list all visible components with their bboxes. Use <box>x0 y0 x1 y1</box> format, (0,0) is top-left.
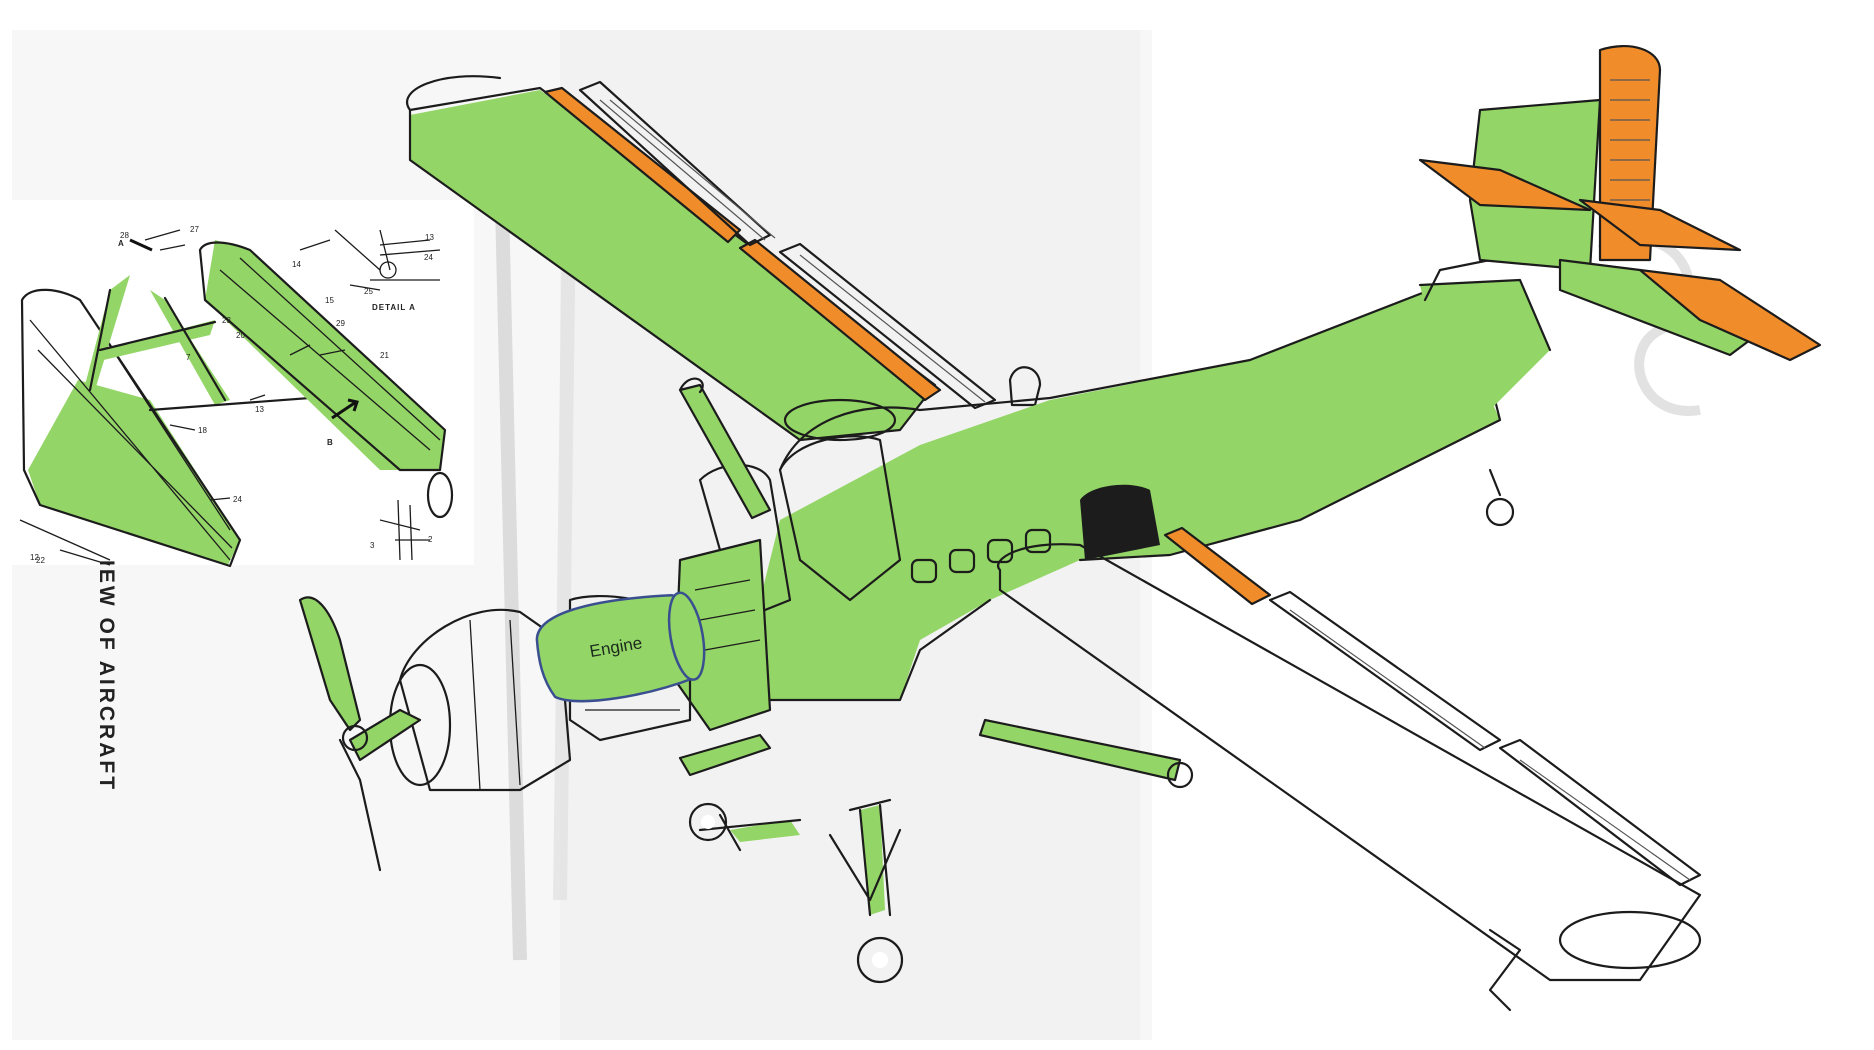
part-number: 13 <box>255 405 264 414</box>
view-arrow-icon <box>331 398 359 420</box>
part-number: 18 <box>198 426 207 435</box>
detail-letter: A <box>118 239 125 248</box>
part-number: 29 <box>336 319 345 328</box>
engine-group <box>298 594 692 872</box>
part-number: 22 <box>36 556 45 565</box>
part-number: 25 <box>364 287 373 296</box>
part-number: 12 <box>30 553 39 562</box>
detail-arrow-icon <box>129 238 153 252</box>
part-number: 20 <box>236 331 245 340</box>
landing-gear <box>678 718 1194 984</box>
view-letter: B <box>327 438 334 447</box>
part-number: 24 <box>233 495 242 504</box>
part-number: 27 <box>190 225 199 234</box>
float-detail-inset: 28 27 14 15 29 20 21 18 13 24 7 23 22 B … <box>12 200 474 568</box>
left-wing <box>406 75 1042 442</box>
wing-strut <box>678 377 772 520</box>
part-number: 3 <box>370 541 375 550</box>
part-number: 23 <box>222 316 231 325</box>
detail-title: DETAIL A <box>372 303 416 312</box>
part-number: 2 <box>428 535 433 544</box>
fuselage <box>673 258 1552 732</box>
right-wing <box>997 526 1702 1012</box>
part-number: 15 <box>325 296 334 305</box>
part-number: 24 <box>424 253 433 262</box>
engine-callout: Engine <box>535 591 706 703</box>
part-number: 13 <box>425 233 434 242</box>
side-caption: IEW OF AIRCRAFT <box>95 560 118 792</box>
part-number: 21 <box>380 351 389 360</box>
tail-assembly <box>1418 45 1822 527</box>
part-number: 14 <box>292 260 301 269</box>
part-number: 7 <box>186 353 191 362</box>
part-number: 28 <box>120 231 129 240</box>
